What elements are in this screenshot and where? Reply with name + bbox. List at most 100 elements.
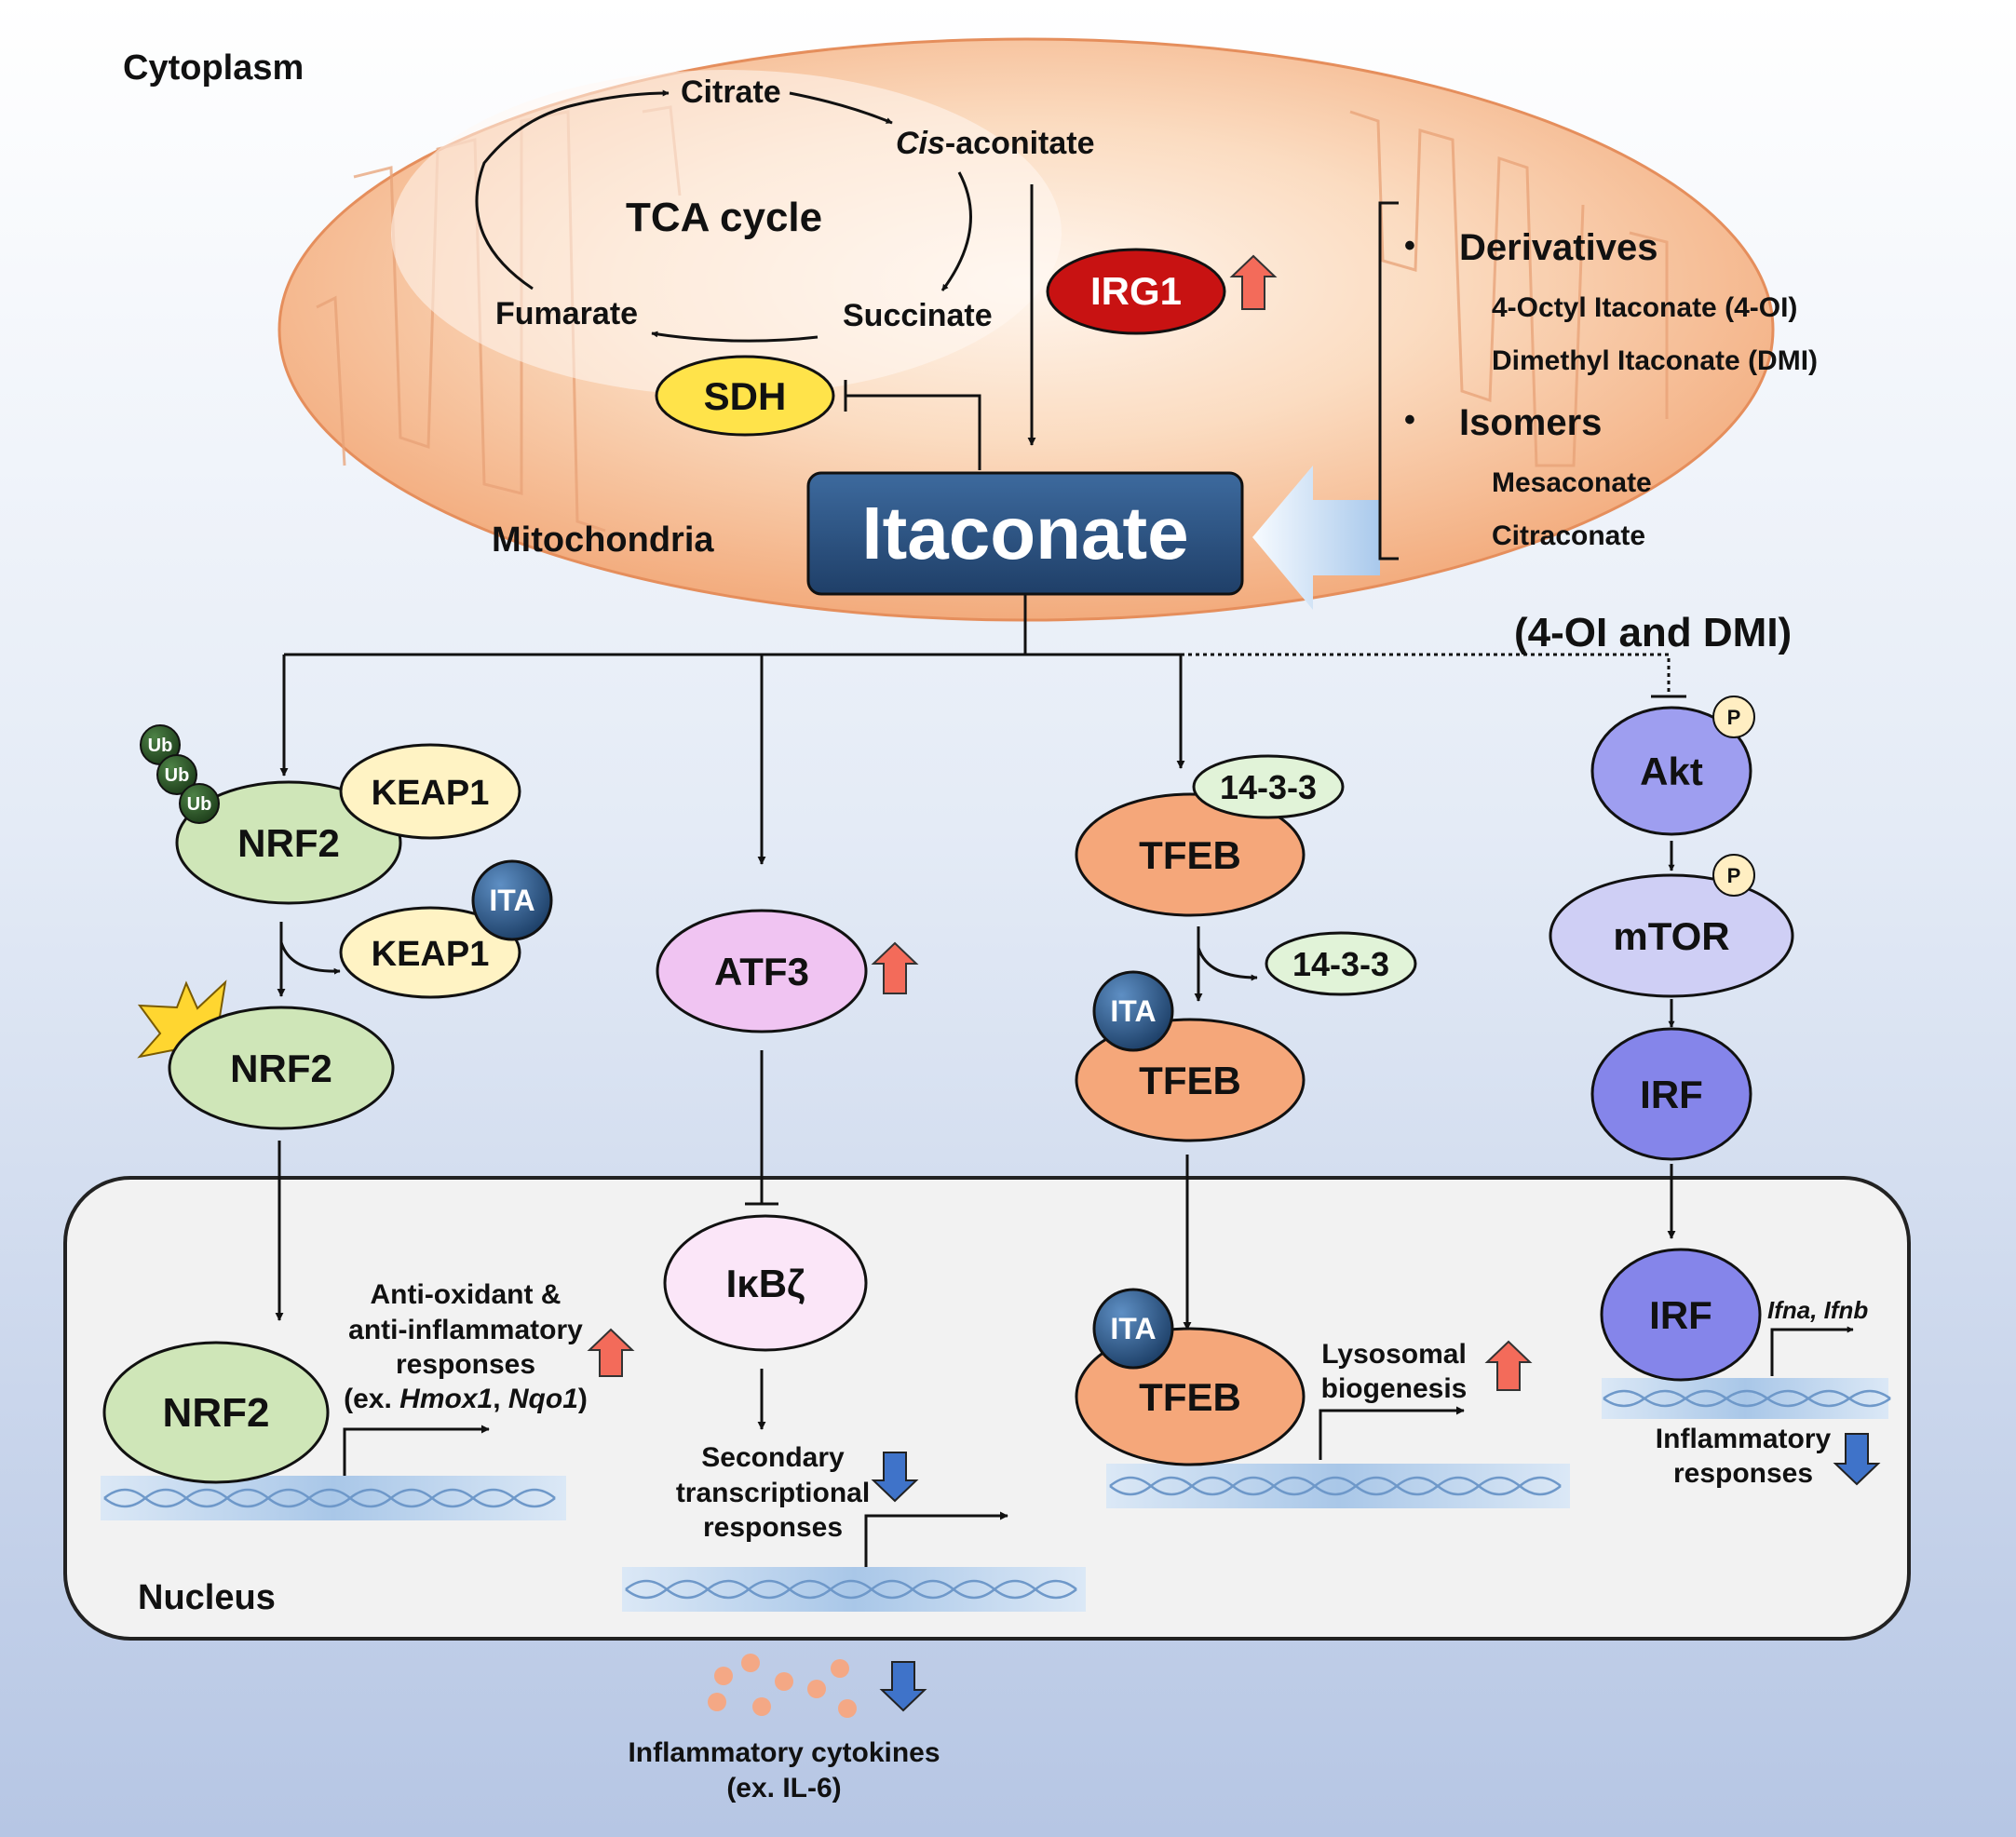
oi-dmi-label: (4-OI and DMI)	[1514, 610, 1792, 655]
tfeb-1433-complex: TFEB 14-3-3	[1075, 754, 1345, 917]
fumarate-label: Fumarate	[495, 296, 638, 331]
svg-text:Lysosomal: Lysosomal	[1321, 1339, 1467, 1370]
irf-inflammatory-down-arrow	[1833, 1433, 1881, 1486]
p1433-label-1: 14-3-3	[1220, 768, 1317, 806]
atf3-node: ATF3	[656, 909, 868, 1033]
keap1-label-2: KEAP1	[372, 935, 490, 974]
lysosomal-text: Lysosomal biogenesis	[1321, 1339, 1468, 1404]
citraconate-label: Citraconate	[1492, 520, 1645, 551]
derivatives-big-arrow	[1252, 466, 1380, 610]
mtor-phospho-label: P	[1727, 864, 1741, 887]
ita-label-3: ITA	[1110, 1312, 1156, 1345]
irf-label-1: IRF	[1640, 1073, 1703, 1116]
dna-ikbz	[622, 1567, 1086, 1612]
cytokines-label-2: (ex. IL-6)	[726, 1773, 841, 1803]
mitochondrion	[277, 37, 1775, 622]
succinate-label: Succinate	[843, 298, 993, 333]
nrf2-keap1-complex: NRF2 KEAP1 Ub Ub Ub	[140, 724, 521, 905]
irf-nucleus-node: IRF	[1600, 1248, 1762, 1382]
lysosomal-up-arrow	[1484, 1340, 1533, 1391]
akt-phospho-label: P	[1727, 706, 1741, 729]
ub-label-1: Ub	[148, 736, 173, 756]
isomers-bullet: •	[1404, 402, 1415, 438]
nrf2-label-2: NRF2	[230, 1047, 332, 1090]
dna-irf	[1602, 1378, 1891, 1419]
derivatives-panel: • Derivatives 4-Octyl Itaconate (4-OI) D…	[1378, 201, 1818, 561]
dna-nrf2	[101, 1476, 566, 1520]
keap1-branch-arrow	[279, 941, 341, 975]
fumarate-to-citrate-arrow	[475, 89, 670, 290]
irf-node: IRF	[1590, 1027, 1752, 1161]
itaconate-label: Itaconate	[861, 492, 1188, 574]
tca-cycle: TCA cycle Citrate Cis-aconitate Succinat…	[475, 74, 1095, 343]
irf-inflammatory-text: Inflammatory responses	[1656, 1424, 1832, 1489]
mesaconate-label: Mesaconate	[1492, 467, 1652, 498]
antioxidant-up-arrow	[587, 1328, 635, 1377]
cis-aconitate-label: Cis-aconitate	[896, 126, 1095, 161]
tca-cycle-label: TCA cycle	[626, 195, 822, 240]
tfeb-label-1: TFEB	[1139, 833, 1241, 877]
p1433-free-node: 14-3-3	[1265, 931, 1417, 996]
irf-label-2: IRF	[1649, 1293, 1712, 1337]
ub-label-3: Ub	[187, 794, 212, 815]
p1433-branch-arrow	[1197, 947, 1258, 981]
ita-tfeb-complex: TFEB ITA	[1075, 970, 1306, 1142]
svg-text:Anti-oxidant &: Anti-oxidant &	[371, 1279, 562, 1310]
akt-label: Akt	[1640, 750, 1703, 793]
secondary-down-arrow	[871, 1452, 919, 1503]
nucleus-label: Nucleus	[138, 1578, 276, 1617]
irf-transcription-arrow	[1770, 1326, 1854, 1376]
svg-text:Inflammatory: Inflammatory	[1656, 1424, 1832, 1454]
irg1-label: IRG1	[1090, 269, 1182, 313]
p1433-label-2: 14-3-3	[1292, 945, 1389, 983]
tfeb-transcription-arrow	[1319, 1406, 1465, 1460]
nrf2-label-1: NRF2	[237, 821, 340, 865]
cytokine-dots	[708, 1654, 857, 1718]
secondary-transcription-arrow	[864, 1511, 1008, 1567]
to-akt-dotted	[1181, 653, 1671, 696]
atf3-label: ATF3	[714, 950, 809, 993]
nrf2-free-node: NRF2	[137, 979, 395, 1130]
itaconate-inhibits-sdh	[846, 394, 981, 470]
cytokines-label-1: Inflammatory cytokines	[628, 1737, 940, 1768]
atf3-up-arrow	[871, 941, 919, 994]
isomers-heading: Isomers	[1459, 402, 1602, 443]
succinate-to-fumarate-arrow	[651, 331, 819, 343]
mtor-node: mTOR P	[1549, 854, 1794, 998]
ita-label-2: ITA	[1110, 994, 1156, 1028]
svg-text:responses: responses	[396, 1349, 535, 1380]
ikbz-node: IκBζ	[663, 1214, 868, 1352]
derivatives-heading: Derivatives	[1459, 227, 1657, 268]
mtor-label: mTOR	[1613, 914, 1729, 958]
svg-text:anti-inflammatory: anti-inflammatory	[348, 1315, 583, 1345]
derivatives-bullet: •	[1404, 228, 1415, 263]
ita-label-1: ITA	[489, 884, 534, 917]
cytokines-down-arrow	[879, 1661, 927, 1712]
svg-text:responses: responses	[703, 1512, 843, 1543]
citrate-label: Citrate	[681, 74, 781, 110]
oi-label: 4-Octyl Itaconate (4-OI)	[1492, 292, 1797, 323]
sdh-label: SDH	[704, 374, 787, 418]
ita-tfeb-nucleus-complex: TFEB ITA	[1075, 1288, 1306, 1466]
antioxidant-response-text: Anti-oxidant & anti-inflammatory respons…	[344, 1279, 588, 1414]
dna-tfeb	[1106, 1464, 1570, 1508]
ita-keap1-complex: KEAP1 ITA	[339, 859, 553, 999]
svg-text:biogenesis: biogenesis	[1321, 1373, 1468, 1404]
svg-text:responses: responses	[1673, 1458, 1813, 1489]
nucleus	[63, 1176, 1911, 1641]
citrate-to-cisaconitate-arrow	[789, 91, 893, 125]
tfeb-label-3: TFEB	[1139, 1375, 1241, 1419]
svg-text:Secondary: Secondary	[701, 1442, 845, 1473]
cisaconitate-to-succinate-arrow	[940, 171, 972, 291]
keap1-label-1: KEAP1	[372, 774, 490, 813]
nrf2-transcription-arrow	[343, 1425, 490, 1476]
tfeb-label-2: TFEB	[1139, 1059, 1241, 1102]
ifn-genes-label: Ifna, Ifnb	[1767, 1296, 1868, 1324]
ikbz-label: IκBζ	[726, 1262, 805, 1305]
svg-text:transcriptional: transcriptional	[676, 1478, 870, 1508]
itaconate-branches	[279, 594, 1686, 865]
akt-node: Akt P	[1590, 696, 1755, 836]
svg-text:(ex. Hmox1, Nqo1): (ex. Hmox1, Nqo1)	[344, 1384, 588, 1414]
nrf2-label-3: NRF2	[163, 1390, 270, 1436]
